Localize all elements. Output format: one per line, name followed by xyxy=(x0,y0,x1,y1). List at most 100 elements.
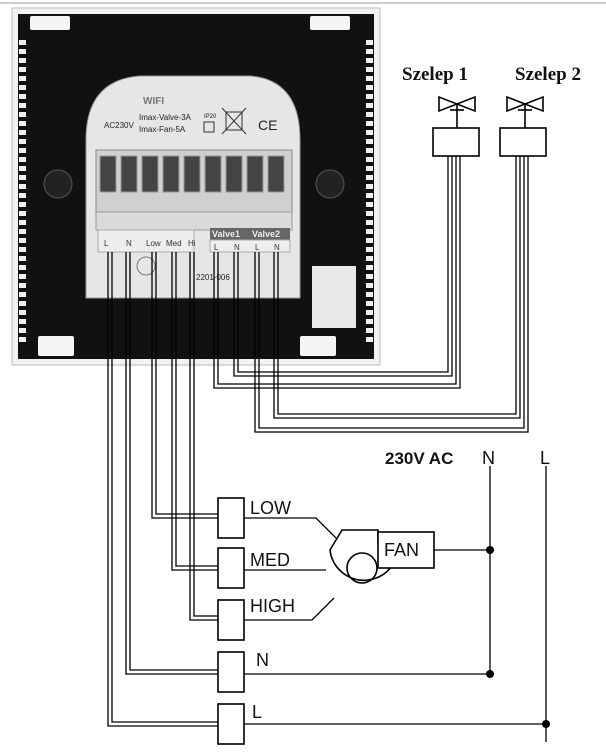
edge-tick xyxy=(19,166,26,171)
edge-tick xyxy=(366,193,373,198)
fan-rating-text: Imax-Fan-5A xyxy=(139,125,186,134)
edge-tick xyxy=(19,49,26,54)
edge-tick xyxy=(19,103,26,108)
edge-tick xyxy=(366,166,373,171)
valve1-terminal-label: Valve1 xyxy=(212,229,240,239)
edge-tick xyxy=(19,85,26,90)
terminal-low xyxy=(217,497,245,539)
edge-tick xyxy=(366,175,373,180)
edge-tick xyxy=(19,67,26,72)
terminal-label: L xyxy=(104,239,109,248)
edge-tick xyxy=(366,121,373,126)
wire-valve2-n-inner xyxy=(277,156,517,415)
edge-tick xyxy=(366,337,373,342)
edge-tick xyxy=(366,292,373,297)
edge-tick xyxy=(366,256,373,261)
wire-valve1-l-inner xyxy=(217,156,457,385)
wire-n-outer xyxy=(125,252,218,675)
edge-tick xyxy=(19,337,26,342)
edge-tick xyxy=(19,112,26,117)
valve-2: Szelep 2 xyxy=(499,64,581,157)
terminal-label: Hi xyxy=(188,239,196,248)
edge-tick xyxy=(366,103,373,108)
edge-tick xyxy=(366,220,373,225)
screw-slot xyxy=(141,155,159,193)
module-label: WIFI AC230V Imax-Valve-3A Imax-Fan-5A IP… xyxy=(104,96,277,135)
junction-n xyxy=(486,670,494,678)
edge-tick xyxy=(366,67,373,72)
valve-2-actuator xyxy=(499,127,547,157)
valve-1: Szelep 1 xyxy=(402,64,480,157)
wire-valve1-n-inner xyxy=(237,156,449,373)
screw-slot xyxy=(183,155,201,193)
edge-tick xyxy=(366,130,373,135)
edge-tick xyxy=(19,139,26,144)
terminal-label: L xyxy=(255,243,260,252)
wiring xyxy=(107,156,550,742)
terminal-n-label: N xyxy=(256,650,269,670)
screw-slot xyxy=(267,155,285,193)
wire-valve1-n xyxy=(233,156,453,377)
fan: FAN xyxy=(329,529,435,584)
junction-l xyxy=(542,720,550,728)
edge-tick xyxy=(19,202,26,207)
valve-1-actuator xyxy=(432,127,480,157)
edge-tick xyxy=(19,58,26,63)
weee-bin-icon xyxy=(221,107,247,135)
brand-text: WIFI xyxy=(143,96,164,107)
valve-1-icon xyxy=(438,95,476,128)
edge-tick xyxy=(366,184,373,189)
ce-mark: CE xyxy=(258,117,277,133)
fan-label: FAN xyxy=(384,540,419,560)
wire-low-to-fan xyxy=(244,517,337,539)
edge-tick xyxy=(19,256,26,261)
terminal-high-label: HIGH xyxy=(250,596,295,616)
wire-high-inner xyxy=(193,252,218,617)
wire-valve2-l-inner xyxy=(258,156,525,429)
screw-slot xyxy=(246,155,264,193)
edge-tick xyxy=(19,319,26,324)
terminal-l-label: L xyxy=(252,702,262,722)
edge-tick xyxy=(366,247,373,252)
fan-rotor-icon xyxy=(346,552,378,584)
edge-tick xyxy=(19,229,26,234)
terminal-n xyxy=(217,651,245,693)
wire-med-outer xyxy=(171,252,218,571)
screw-slot xyxy=(99,155,117,193)
terminal-label: N xyxy=(274,243,280,252)
supply-label: 230V AC xyxy=(385,449,453,468)
module-screw-icon xyxy=(136,256,156,276)
terminal-l xyxy=(217,703,245,745)
edge-tick xyxy=(19,265,26,270)
edge-tick xyxy=(366,265,373,270)
edge-tick xyxy=(366,202,373,207)
supply: 230V AC N L xyxy=(385,448,550,468)
wire-valve2-l xyxy=(254,156,529,433)
valve-2-icon xyxy=(506,95,544,128)
edge-tick xyxy=(19,310,26,315)
terminal-med xyxy=(217,547,245,589)
edge-tick xyxy=(366,58,373,63)
voltage-text: AC230V xyxy=(104,121,134,130)
edge-tick xyxy=(366,319,373,324)
terminal-med-label: MED xyxy=(250,550,290,570)
edge-tick xyxy=(366,328,373,333)
wire-n-inner xyxy=(129,252,218,671)
edge-tick xyxy=(19,175,26,180)
serial-text: 2201-006 xyxy=(196,273,230,282)
edge-tick xyxy=(19,247,26,252)
output-terminals: LOW MED HIGH N L xyxy=(217,497,295,745)
edge-tick xyxy=(19,121,26,126)
edge-tick xyxy=(366,283,373,288)
wire-high-to-fan xyxy=(244,597,335,621)
terminal-label: N xyxy=(126,239,132,248)
terminal-label: Low xyxy=(146,239,161,248)
wire-med-inner xyxy=(175,252,218,567)
edge-tick xyxy=(19,220,26,225)
edge-tick xyxy=(366,139,373,144)
edge-tick xyxy=(366,211,373,216)
junction-fan-n xyxy=(486,546,494,554)
wire-l-inner xyxy=(111,252,218,723)
edge-tick xyxy=(366,301,373,306)
